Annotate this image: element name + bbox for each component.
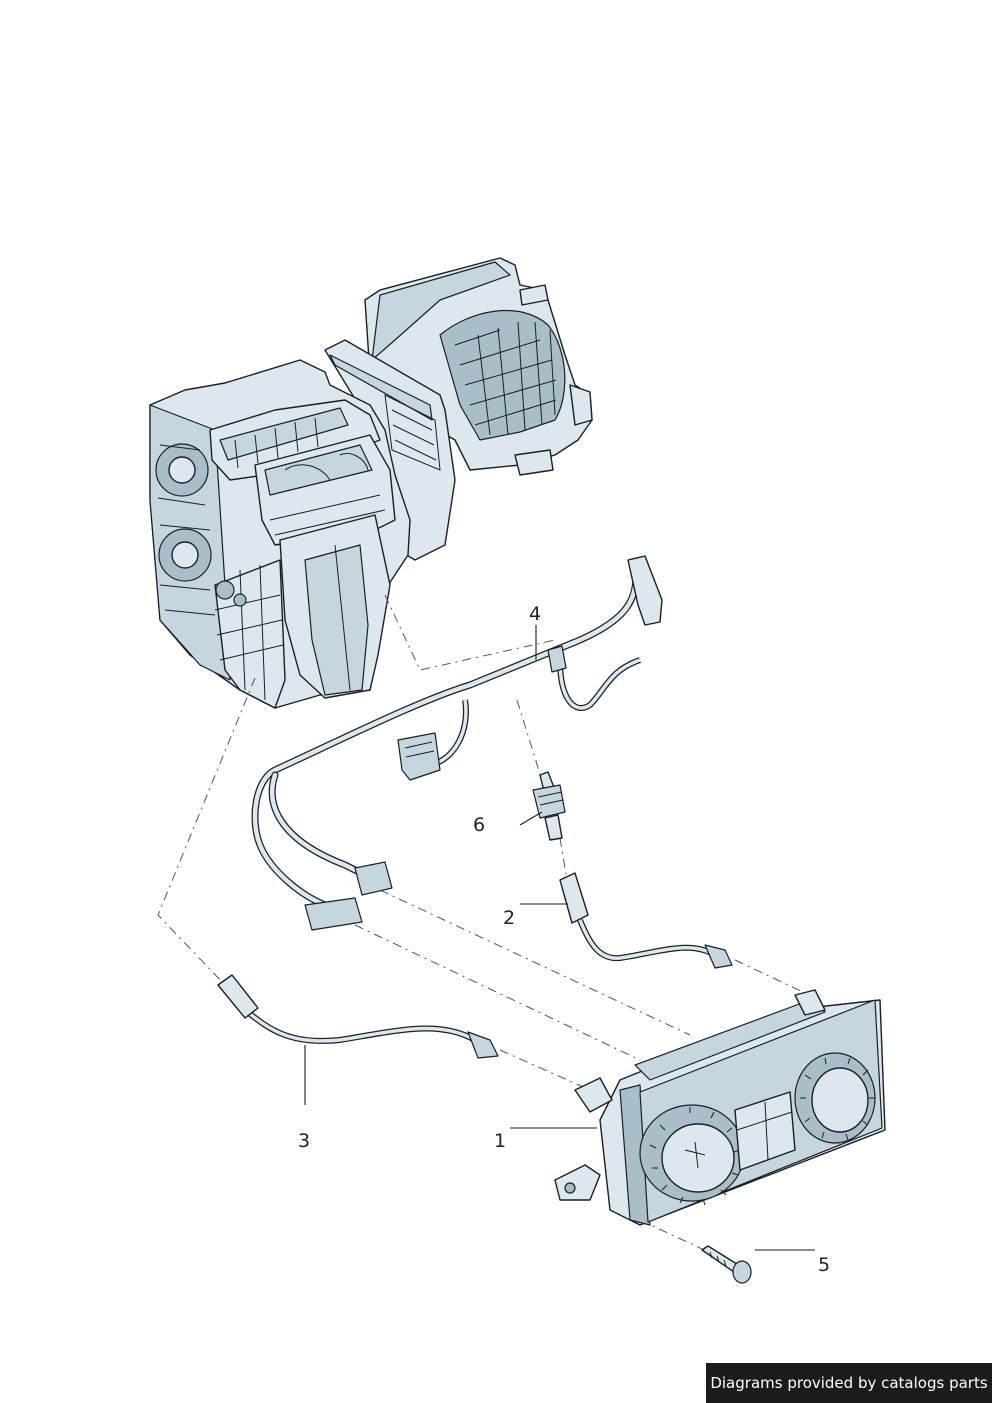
bowden-cable-2 [559, 872, 733, 969]
leader-lines [304, 625, 815, 1251]
heater-housing-assembly [149, 257, 593, 709]
callout-1: 1 [494, 1130, 507, 1152]
credit-banner: Diagrams provided by catalogs parts [706, 1363, 992, 1403]
wiring-harness [251, 555, 663, 931]
bowden-cable-3 [217, 974, 499, 1059]
callout-3: 3 [298, 1130, 311, 1152]
callout-4: 4 [529, 603, 542, 625]
climate-control-unit [554, 989, 886, 1226]
callout-2: 2 [503, 907, 516, 929]
temperature-sensor [532, 771, 566, 841]
callout-6: 6 [473, 814, 486, 836]
callout-5: 5 [818, 1254, 831, 1276]
screw [701, 1245, 752, 1284]
